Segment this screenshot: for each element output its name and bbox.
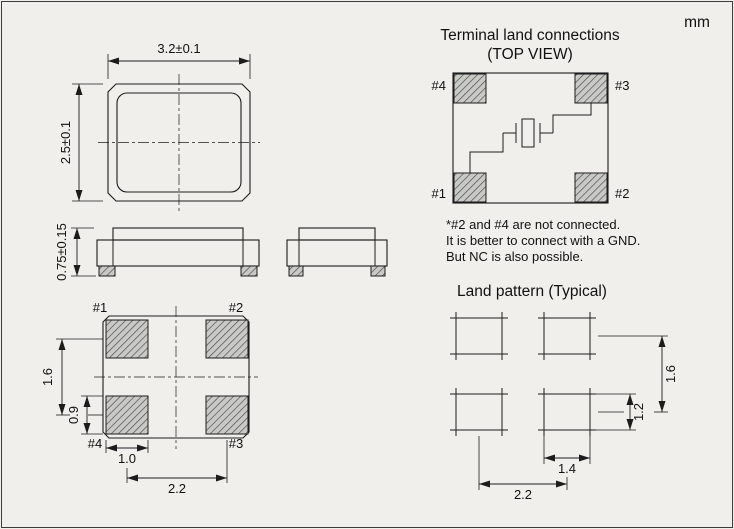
land-pad-bottom-right — [538, 388, 596, 436]
terminal-subtitle: (TOP VIEW) — [487, 46, 573, 63]
wire-pad1-to-crystal — [469, 133, 504, 173]
note-line-1: *#2 and #4 are not connected. — [446, 217, 620, 232]
side2-base — [286, 239, 388, 267]
land-pattern-title: Land pattern (Typical) — [457, 283, 607, 300]
side2-terminal-right — [370, 265, 386, 277]
pad-height-dimension: 0.9 — [66, 395, 103, 435]
side-view-side — [286, 227, 388, 277]
row-pitch-label: 1.6 — [40, 368, 55, 386]
land-row-pitch-label: 1.6 — [663, 365, 678, 383]
side2-terminal-left — [288, 265, 304, 277]
pad-1-label: #1 — [93, 300, 107, 315]
side-base — [96, 239, 260, 267]
pad-3-label: #3 — [229, 436, 243, 451]
pad-3 — [205, 395, 249, 435]
width-dimension-label: 3.2±0.1 — [157, 41, 200, 56]
land-pad-height-dimension: 1.2 — [596, 393, 646, 431]
terminal-land-connections: Terminal land connections (TOP VIEW) #4 … — [432, 27, 641, 264]
terminal-pad-2-label: #2 — [615, 186, 629, 201]
note-line-3: But NC is also possible. — [446, 249, 583, 264]
land-pad-top-left — [450, 312, 508, 360]
col-pitch-label: 2.2 — [168, 481, 186, 496]
terminal-pad-3-label: #3 — [615, 78, 629, 93]
terminal-pad-3 — [574, 73, 608, 104]
pad-4 — [105, 395, 149, 435]
col-pitch-dimension: 2.2 — [126, 440, 228, 496]
terminal-pad-1-label: #1 — [432, 186, 446, 201]
land-col-pitch-label: 2.2 — [514, 487, 532, 502]
units-label: mm — [684, 14, 710, 31]
land-pad-bottom-left — [450, 388, 508, 436]
package-outline — [107, 83, 251, 202]
height-dimension: 2.5±0.1 — [58, 83, 103, 202]
land-pad-top-right — [538, 312, 596, 360]
bottom-outline — [102, 315, 250, 439]
pad-height-label: 0.9 — [66, 406, 81, 424]
side2-lid — [298, 227, 376, 241]
wire-pad3-to-crystal — [552, 103, 592, 133]
side-terminal-left — [98, 265, 116, 277]
terminal-outline — [452, 72, 609, 204]
terminal-pad-2 — [574, 172, 608, 203]
pad-2-label: #2 — [229, 300, 243, 315]
terminal-title: Terminal land connections — [440, 27, 619, 44]
land-col-pitch-dimension: 2.2 — [478, 436, 568, 502]
package-lid — [116, 92, 242, 193]
crystal-symbol — [503, 118, 553, 148]
land-pattern: Land pattern (Typical) 1.2 1.6 — [450, 283, 678, 502]
terminal-pad-4 — [453, 73, 487, 104]
land-pad-width-label: 1.4 — [558, 461, 576, 476]
pad-width-label: 1.0 — [118, 451, 136, 466]
land-row-pitch-dimension: 1.6 — [598, 335, 678, 413]
thickness-dimension-label: 0.75±0.15 — [54, 223, 69, 281]
land-pad-height-label: 1.2 — [631, 403, 646, 421]
thickness-dimension: 0.75±0.15 — [54, 223, 96, 281]
top-view: 3.2±0.1 2.5±0.1 — [58, 41, 260, 211]
terminal-pad-1 — [453, 172, 487, 203]
side-view-front: 0.75±0.15 — [54, 223, 260, 281]
side-terminal-right — [240, 265, 258, 277]
pad-4-label: #4 — [88, 436, 102, 451]
height-dimension-label: 2.5±0.1 — [58, 121, 73, 164]
width-dimension: 3.2±0.1 — [107, 41, 251, 79]
land-pad-width-dimension: 1.4 — [543, 436, 591, 476]
bottom-view: #1 #2 #4 #3 1.6 0.9 1.0 — [40, 300, 258, 496]
pad-2 — [205, 319, 249, 359]
pad-1 — [105, 319, 149, 359]
side-lid — [112, 227, 244, 241]
row-pitch-dimension: 1.6 — [40, 338, 103, 416]
note-line-2: It is better to connect with a GND. — [446, 233, 640, 248]
terminal-pad-4-label: #4 — [432, 78, 446, 93]
pad-width-dimension: 1.0 — [105, 440, 149, 466]
